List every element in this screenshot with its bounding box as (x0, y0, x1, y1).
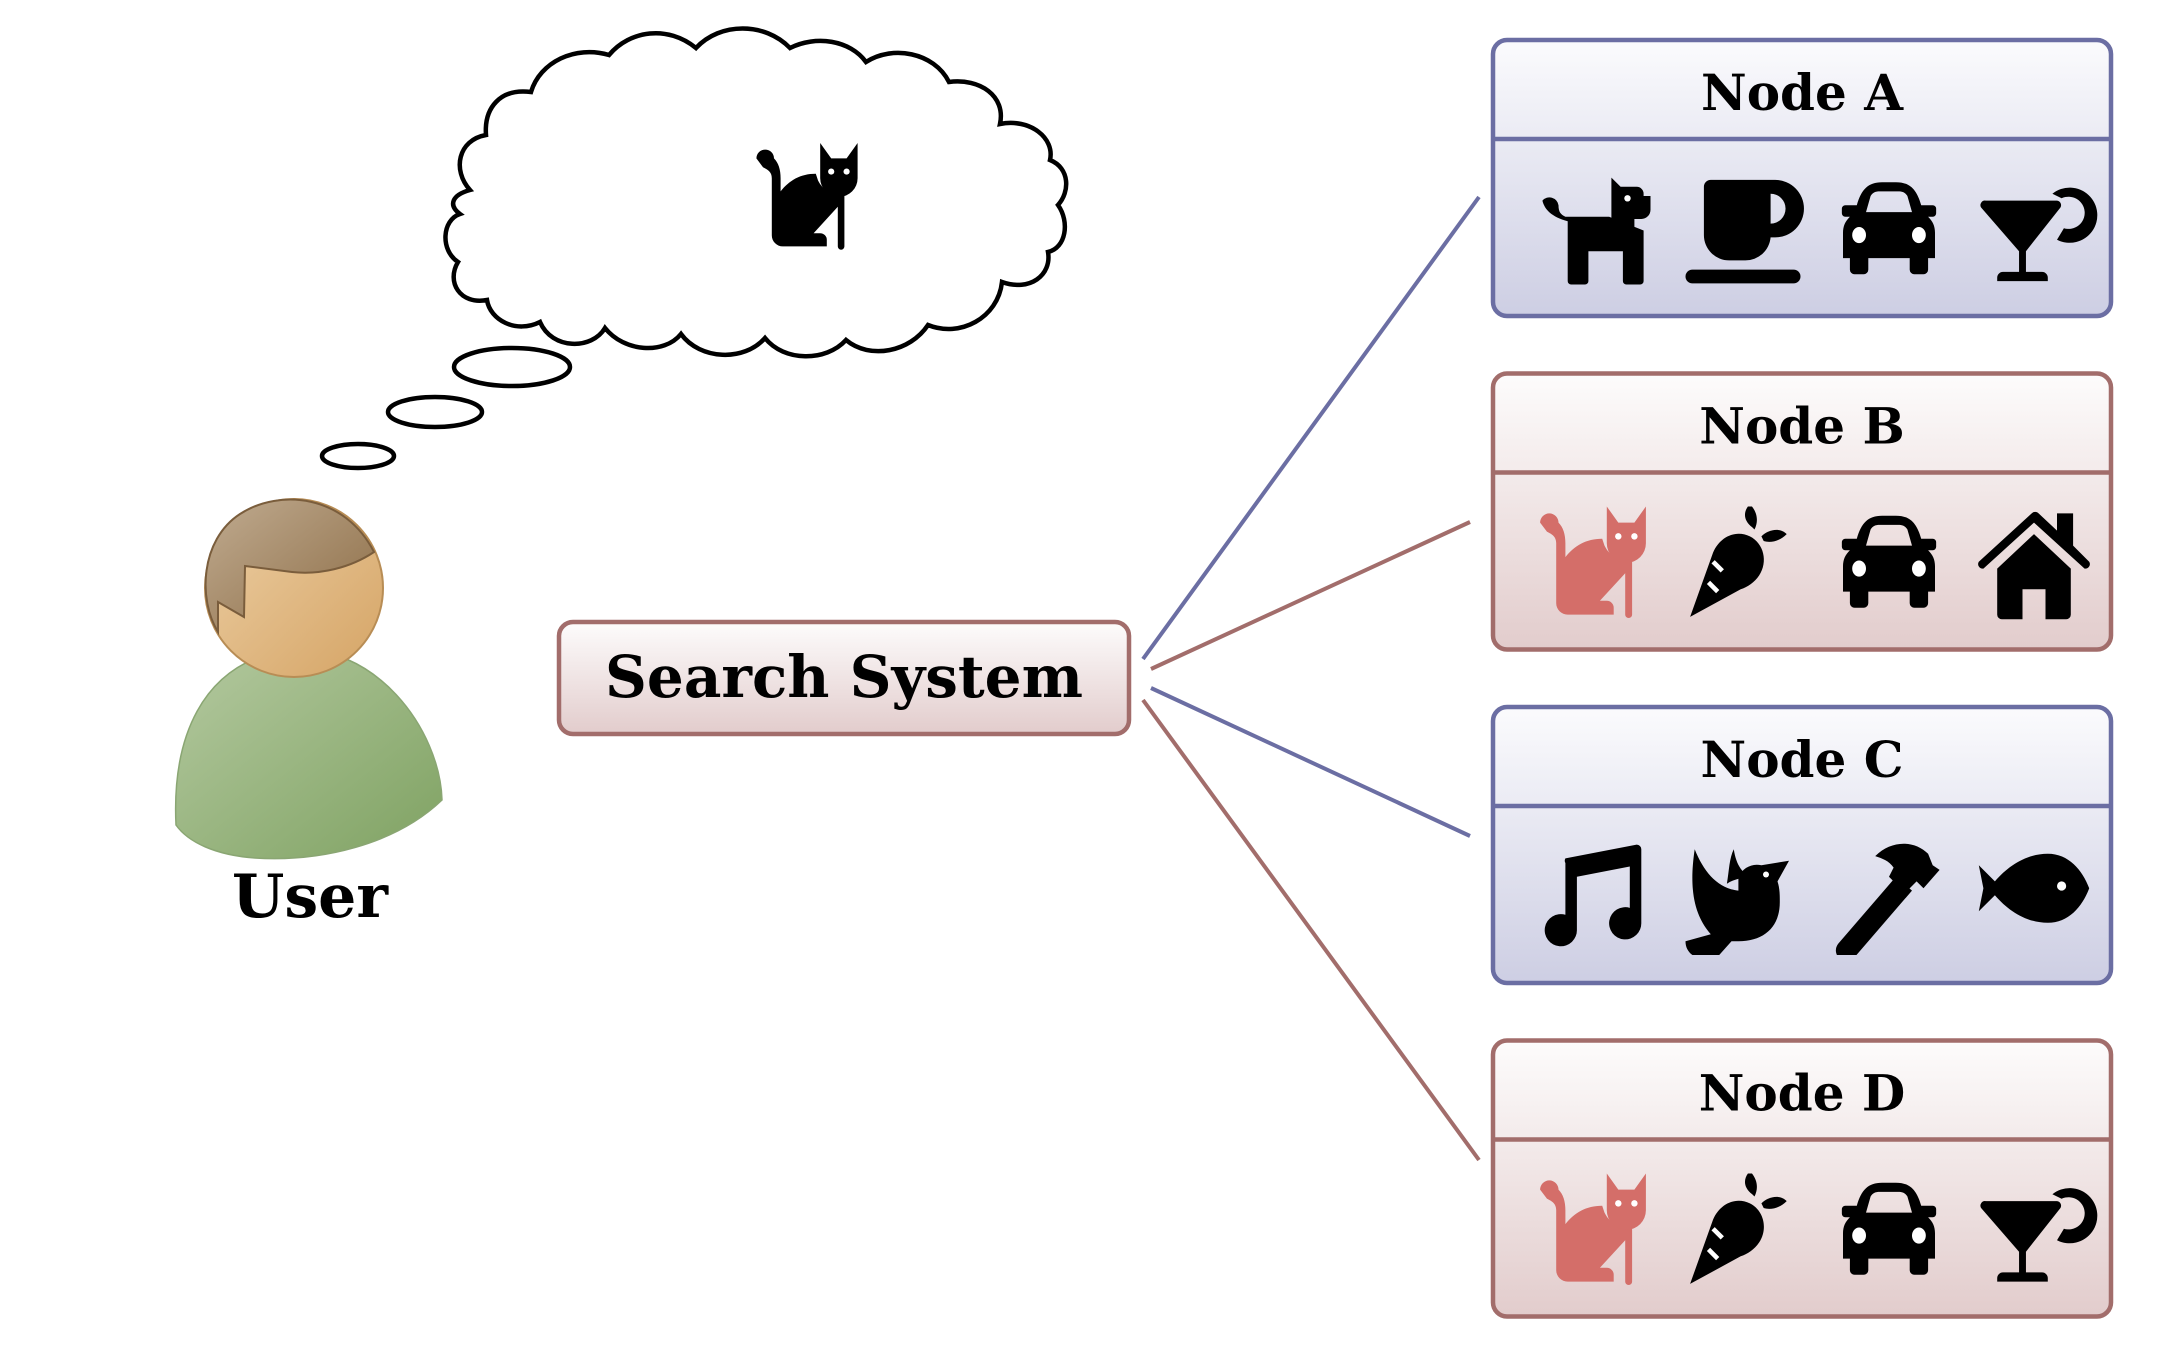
connection-line-node-c (1150, 686, 1471, 838)
node-title: Node B (1699, 397, 1905, 456)
node-box[interactable] (1490, 1038, 2114, 1319)
node-c[interactable]: Node C (1490, 704, 2114, 986)
user-body (174, 648, 443, 860)
connection-lines (1141, 195, 1481, 1162)
connection-line-node-a (1141, 195, 1481, 661)
user-label: User (232, 862, 389, 932)
node-title: Node C (1700, 730, 1903, 789)
node-box[interactable] (1490, 704, 2114, 986)
node-box[interactable] (1490, 371, 2114, 652)
thought-bubble-small (319, 441, 397, 471)
thought-cloud-shape (443, 26, 1069, 359)
search-system[interactable]: Search System (556, 619, 1132, 737)
thought-cloud (319, 26, 1069, 471)
thought-bubble-large (451, 345, 573, 389)
node-box[interactable] (1490, 37, 2114, 319)
search-system-label: Search System (605, 643, 1083, 711)
user-hair (204, 498, 376, 636)
node-d[interactable]: Node D (1490, 1038, 2114, 1319)
node-title: Node D (1699, 1064, 1906, 1123)
search-system-box[interactable] (556, 619, 1132, 737)
node-title: Node A (1701, 63, 1904, 122)
thought-bubble-medium (385, 394, 485, 430)
node-a[interactable]: Node A (1490, 37, 2114, 319)
connection-line-node-b (1150, 520, 1471, 671)
node-b[interactable]: Node B (1490, 371, 2114, 652)
user-avatar[interactable]: User (174, 498, 443, 932)
connection-line-node-d (1141, 698, 1481, 1162)
node-list: Node A Node B Node C Node D (1490, 37, 2114, 1319)
